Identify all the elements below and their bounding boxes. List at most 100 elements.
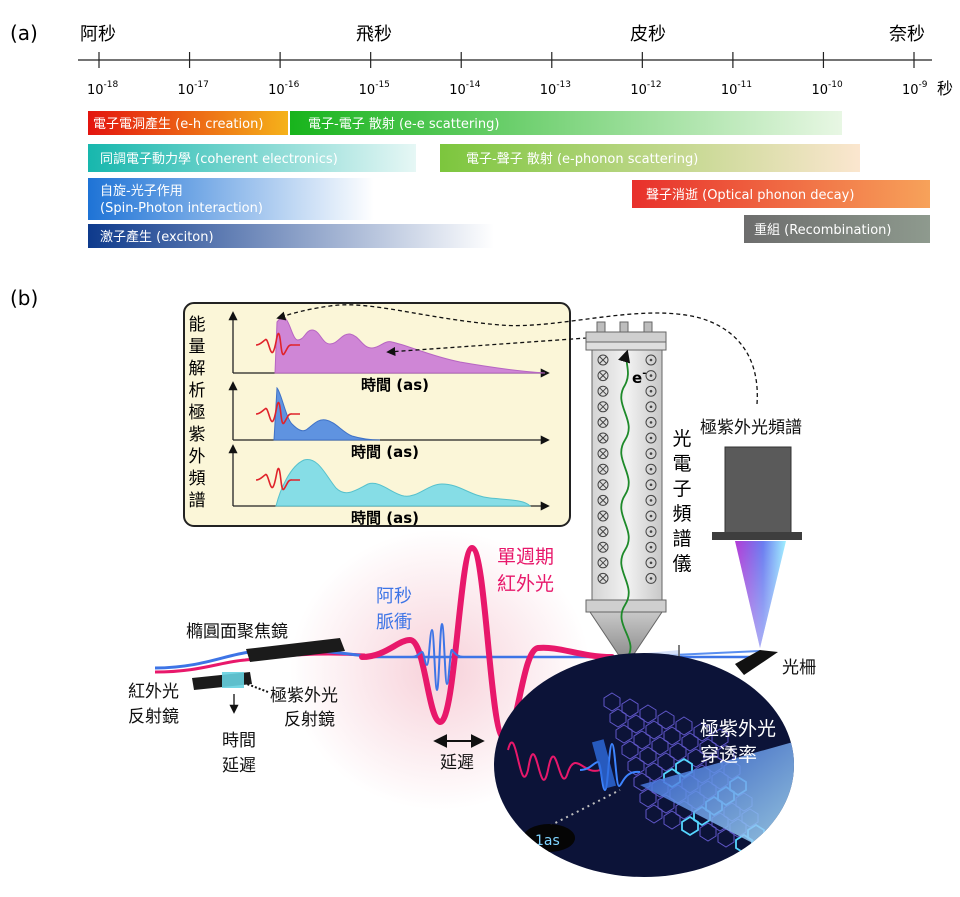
field-out-of-page-symbol: [645, 385, 657, 397]
ir-single-cycle-pulse: [359, 544, 615, 742]
camera-base: [712, 532, 802, 540]
plot1-trace: [274, 315, 546, 374]
panel-a-label: (a): [10, 21, 38, 45]
spectrometer-label-char: 儀: [672, 553, 691, 575]
tick-label: 10-18: [87, 80, 119, 98]
tick-label: 10-10: [811, 80, 843, 98]
bar-label-coherent-electronics: 同調電子動力學 (coherent electronics): [100, 152, 338, 167]
region-label-picosecond: 皮秒: [630, 24, 666, 45]
field-into-page-symbol: [597, 401, 609, 413]
xuv-mirror-label-line1: 極紫外光: [270, 686, 338, 706]
transmission-label-line2: 穿透率: [700, 744, 757, 766]
tick-label-exponent: -10: [828, 80, 843, 90]
lattice-cell: [675, 716, 693, 736]
field-out-of-page-symbol: [645, 557, 657, 569]
lattice-cell: [753, 840, 771, 860]
grating-label: 光柵: [782, 658, 816, 678]
lattice-cell: [639, 704, 657, 724]
field-cross-stroke: [599, 512, 607, 520]
tick-label-exponent: -9: [919, 80, 928, 90]
inset-y-label-char: 能: [189, 315, 206, 335]
field-into-page-symbol: [597, 526, 609, 538]
field-cross-stroke: [599, 434, 607, 442]
tick-label-exponent: -11: [737, 80, 752, 90]
ellipsoidal-mirror: 橢圓面聚焦鏡: [186, 622, 345, 662]
field-into-page-symbol: [597, 448, 609, 460]
split-mirror: 紅外光 反射鏡 極紫外光 反射鏡 時間 延遲: [128, 672, 338, 776]
field-into-page-symbol: [597, 557, 609, 569]
tick-label-exponent: -17: [194, 80, 209, 90]
field-dot: [649, 514, 653, 518]
electron-label-sup: -: [642, 368, 646, 379]
bar-label-spin-photon-line1: 自旋-光子作用: [100, 184, 183, 199]
field-out-of-page-symbol: [645, 354, 657, 366]
lattice-cell: [687, 748, 705, 768]
lattice-cell: [615, 724, 633, 744]
field-out-of-page-symbol: [645, 370, 657, 382]
field-cross-stroke: [599, 449, 607, 458]
zoom-ir-pulse: [507, 741, 601, 781]
lattice-cell: [645, 762, 663, 782]
field-dot: [649, 358, 653, 362]
bar-label-eh-creation: 電子電洞產生 (e-h creation): [93, 116, 263, 132]
xuv-spectrum-label: 極紫外光頻譜: [700, 418, 802, 438]
spectrometer-label-char: 譜: [672, 528, 691, 550]
lattice-cell: [621, 698, 639, 718]
ir-pulse-label-line2: 紅外光: [497, 573, 554, 595]
field-cross-stroke: [599, 496, 607, 505]
bar-optical-phonon-decay: [632, 180, 930, 208]
lattice-cell: [639, 788, 657, 808]
ir-mirror-label-line2: 反射鏡: [128, 707, 179, 727]
transmission-label-line1: 極紫外光: [700, 718, 776, 740]
tick-label-base: 10: [178, 83, 195, 98]
tick-label: 10-17: [178, 80, 209, 98]
delay-label: 延遲: [440, 753, 474, 773]
tick-label-exponent: -14: [466, 80, 481, 90]
lattice-cell: [663, 726, 681, 746]
plot2-trace: [273, 386, 381, 441]
field-into-page-symbol: [597, 572, 609, 584]
field-out-of-page-symbol: [645, 541, 657, 553]
field-out-of-page-symbol: [645, 572, 657, 584]
plot3-ir-wave: [255, 467, 300, 491]
lattice-cell: [681, 815, 699, 837]
electron-trajectory: [618, 349, 632, 659]
lattice-cell: [699, 822, 717, 842]
field-into-page-symbol: [597, 354, 609, 366]
lattice-cell: [645, 720, 663, 740]
xuv-spectral-fan-fade: [735, 541, 786, 648]
region-label-attosecond: 阿秒: [80, 24, 116, 45]
bar-recombination: [744, 215, 930, 243]
lattice-cell: [681, 732, 699, 752]
tick-label-exponent: -12: [647, 80, 662, 90]
lattice-cell: [651, 736, 669, 756]
field-cross-stroke: [599, 356, 607, 364]
photoelectron-spectrometer: e-: [585, 321, 667, 661]
tick-label-base: 10: [811, 83, 828, 98]
bar-label-recombination: 重組 (Recombination): [754, 222, 891, 238]
lattice-cell: [657, 752, 675, 772]
time-axis-unit: 秒: [937, 79, 953, 98]
inset-plot-3: 時間 (as): [228, 444, 550, 527]
lattice-cell: [645, 804, 663, 824]
field-out-of-page-symbol: [645, 401, 657, 413]
field-out-of-page-symbol: [645, 432, 657, 444]
inset-y-label-char: 解: [189, 359, 206, 379]
lattice-cell: [693, 722, 711, 742]
bar-label-exciton: 激子產生 (exciton): [100, 229, 214, 245]
spectrometer-label-char: 頻: [672, 503, 691, 525]
field-into-page-symbol: [597, 385, 609, 397]
field-dot: [649, 483, 653, 487]
ir-mirror-label-line1: 紅外光: [128, 682, 179, 702]
xuv-mirror-shape: [222, 672, 244, 688]
field-into-page-symbol: [597, 510, 609, 522]
field-into-page-symbol: [597, 479, 609, 491]
inset-y-label-char: 量: [189, 337, 206, 357]
tick-label-base: 10: [87, 83, 104, 98]
lattice-cell: [711, 728, 729, 748]
tick-label: 10-13: [540, 80, 571, 98]
inset-plot-1: 時間 (as): [228, 311, 550, 394]
tick-label-base: 10: [449, 83, 466, 98]
